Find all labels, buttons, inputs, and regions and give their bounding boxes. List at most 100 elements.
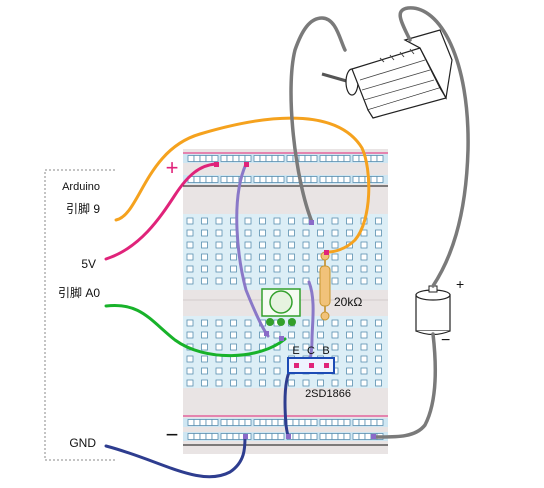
rail-hole <box>286 419 294 426</box>
rail-hole <box>265 155 273 162</box>
strip-hole <box>331 343 339 351</box>
rail-hole <box>352 155 360 162</box>
strip-hole <box>273 355 281 363</box>
rail-hole <box>325 155 333 162</box>
strip-hole <box>302 253 310 261</box>
rail-hole <box>358 176 366 183</box>
rail-hole <box>343 155 351 162</box>
rail-hole <box>193 155 201 162</box>
strip-hole <box>244 343 252 351</box>
strip-hole <box>201 241 208 249</box>
strip-hole <box>186 379 194 387</box>
strip-hole <box>186 241 194 249</box>
strip-hole <box>186 217 194 225</box>
rail-hole <box>259 176 267 183</box>
hole-pin9 <box>324 250 329 255</box>
strip-hole <box>259 229 266 237</box>
strip-hole <box>375 265 382 273</box>
rail-hole <box>265 419 273 426</box>
strip-hole <box>201 277 208 285</box>
rail-hole <box>265 176 273 183</box>
rail-hole <box>292 433 300 440</box>
strip-hole <box>375 229 382 237</box>
rail-hole <box>331 155 339 162</box>
rail-hole <box>220 419 228 426</box>
rail-hole <box>199 176 207 183</box>
strip-hole <box>360 331 368 339</box>
rail-hole <box>298 419 306 426</box>
strip-hole <box>201 265 208 273</box>
rail-hole <box>319 433 327 440</box>
rail-hole <box>199 155 207 162</box>
strip-hole <box>230 241 237 249</box>
transistor-label: 2SD1866 <box>305 388 351 400</box>
arduino-gnd-label: GND <box>69 436 96 450</box>
strip-hole <box>317 379 324 387</box>
top-plus-rail <box>183 154 388 163</box>
rail-hole <box>232 433 240 440</box>
rail-hole <box>271 433 279 440</box>
strip-hole <box>273 265 281 273</box>
rail-hole <box>358 419 366 426</box>
rail-plus-sign: + <box>166 155 179 180</box>
strip-hole <box>331 379 339 387</box>
strip-hole <box>201 331 208 339</box>
rail-hole <box>277 155 285 162</box>
transistor-pin-c: C <box>307 345 315 357</box>
rail-hole <box>292 419 300 426</box>
strip-hole <box>288 379 295 387</box>
hole-5v-sensor <box>244 162 249 167</box>
rail-hole <box>370 419 378 426</box>
rail-hole <box>220 176 228 183</box>
strip-hole <box>273 367 281 375</box>
arduino-board: Arduino 引脚 9 5V 引脚 A0 GND <box>44 169 115 461</box>
battery-body <box>415 294 451 332</box>
strip-hole <box>375 319 382 327</box>
upper-terminal-strip <box>183 214 388 290</box>
rail-hole <box>319 155 327 162</box>
rail-hole <box>187 155 195 162</box>
rail-hole <box>205 419 213 426</box>
wire-pin9-orange <box>114 116 371 254</box>
sensor-lead-1 <box>266 318 274 326</box>
strip-hole <box>346 367 353 375</box>
rail-hole <box>259 155 267 162</box>
rail-hole <box>253 433 261 440</box>
strip-hole <box>186 367 194 375</box>
rail-hole <box>193 176 201 183</box>
rail-hole <box>193 419 201 426</box>
strip-hole <box>375 253 382 261</box>
rail-hole <box>211 155 219 162</box>
rail-hole <box>352 433 360 440</box>
battery: + − <box>415 276 464 349</box>
rail-hole <box>310 155 318 162</box>
wire-battery-gray <box>372 332 437 439</box>
sensor-lens <box>269 290 293 314</box>
strip-hole <box>375 355 382 363</box>
rail-hole <box>337 419 345 426</box>
strip-hole <box>360 379 368 387</box>
strip-hole <box>331 331 339 339</box>
rail-hole <box>259 419 267 426</box>
strip-holes <box>186 217 382 387</box>
strip-hole <box>201 355 208 363</box>
rail-hole <box>310 176 318 183</box>
motor-hatching <box>359 59 435 101</box>
strip-hole <box>273 379 281 387</box>
rail-hole <box>211 433 219 440</box>
strip-hole <box>302 241 310 249</box>
rail-hole <box>193 433 201 440</box>
bottom-minus-rail <box>183 432 388 441</box>
strip-hole <box>244 319 252 327</box>
strip-hole <box>201 253 208 261</box>
strip-hole <box>230 379 237 387</box>
rail-hole <box>238 419 246 426</box>
rail-hole <box>211 419 219 426</box>
transistor-collector-pin <box>309 363 314 368</box>
rail-hole <box>310 419 318 426</box>
wire-motor-2-gray <box>398 6 470 288</box>
rail-hole <box>232 155 240 162</box>
strip-hole <box>346 379 353 387</box>
rail-hole <box>271 155 279 162</box>
strip-hole <box>317 343 324 351</box>
